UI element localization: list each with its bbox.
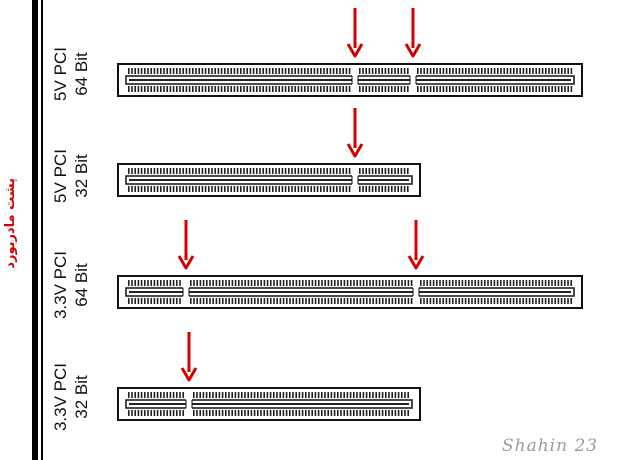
slot-label-line1: 5V PCI [51, 149, 70, 203]
key-arrow [346, 8, 364, 58]
pci-slot-3v3-64 [117, 275, 583, 309]
pci-slot-5v-32 [117, 163, 421, 197]
slot-label-line1: 3.3V PCI [51, 250, 70, 320]
pci-slot-5v-64 [117, 63, 583, 97]
slot-label-3v3-32: 3.3V PCI 32 Bit [50, 337, 94, 457]
key-arrow [346, 108, 364, 158]
slot-label-line2: 32 Bit [72, 154, 91, 198]
key-arrow [177, 220, 195, 270]
key-arrow [404, 8, 422, 58]
slot-label-3v3-64: 3.3V PCI 64 Bit [50, 225, 94, 345]
watermark: Shahin 23 [502, 436, 599, 456]
pci-slot-3v3-32 [117, 387, 421, 421]
slot-label-line1: 3.3V PCI [51, 362, 70, 432]
slot-label-line2: 64 Bit [72, 263, 91, 307]
side-caption: پشت مادربورد [3, 178, 18, 269]
key-arrow [407, 220, 425, 270]
slot-label-5v-32: 5V PCI 32 Bit [50, 116, 94, 236]
key-arrow [180, 332, 198, 382]
board-edge [32, 0, 43, 460]
slot-label-line2: 32 Bit [72, 375, 91, 419]
